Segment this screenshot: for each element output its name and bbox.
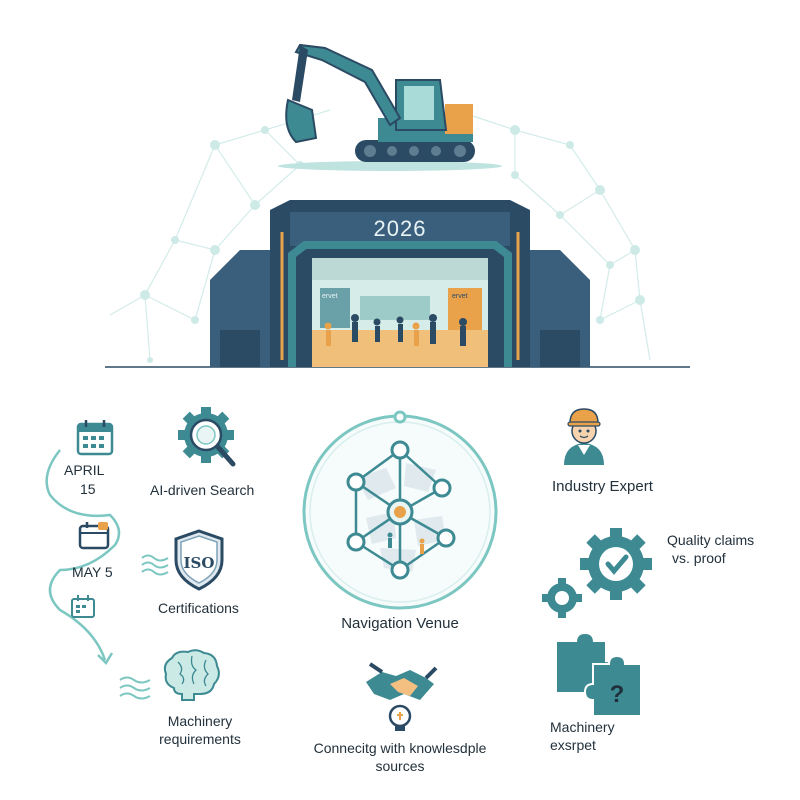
machinery-expert-line2: exsrpet — [550, 737, 596, 753]
puzzle-question-icon: ? — [557, 634, 642, 717]
date-april: APRIL — [64, 462, 105, 478]
connecting-label-line2: sources — [375, 758, 425, 774]
excavator-platform — [278, 161, 502, 171]
hero-illustration — [105, 43, 690, 368]
excavator-icon — [285, 43, 475, 162]
booth-sign-right: ervet — [452, 293, 468, 300]
navigation-network-circle — [302, 410, 498, 610]
quality-gears-icon — [542, 528, 652, 618]
calendar-icon — [76, 420, 114, 456]
expo-hall — [210, 200, 590, 367]
timeline-path — [45, 449, 121, 666]
machinery-requirements-line2: requirements — [159, 731, 241, 747]
quality-claims-line1: Quality claims — [667, 532, 755, 548]
question-mark-text: ? — [610, 681, 625, 708]
calendar-icon — [71, 595, 95, 618]
machinery-requirements-line1: Machinery — [167, 713, 233, 729]
navigation-venue-label: Navigation Venue — [341, 615, 459, 632]
date-april-day: 15 — [80, 481, 96, 497]
calendar-icon — [78, 522, 110, 550]
quality-claims-line2: vs. proof — [672, 550, 726, 566]
ai-search-label: AI-driven Search — [150, 482, 255, 498]
wave-icon — [141, 554, 169, 576]
iso-badge-text: ISO — [184, 554, 215, 572]
certifications-label: Certifications — [158, 600, 239, 616]
machinery-expert-line1: Machinery — [550, 719, 615, 735]
ai-search-gear-icon — [178, 407, 236, 467]
brain-icon — [163, 649, 220, 701]
handshake-idea-icon — [366, 662, 438, 731]
booth-sign-left: ervet — [322, 293, 338, 300]
year-label: 2026 — [373, 216, 427, 241]
wave-icon — [119, 676, 151, 700]
industry-expert-avatar-icon — [564, 408, 604, 465]
network-nodes — [140, 125, 645, 363]
date-may: MAY 5 — [72, 564, 113, 580]
industry-expert-label: Industry Expert — [552, 478, 653, 495]
iso-shield-icon: ISO — [174, 529, 224, 591]
connecting-label-line1: Connecitg with knowlesdple — [313, 740, 487, 756]
